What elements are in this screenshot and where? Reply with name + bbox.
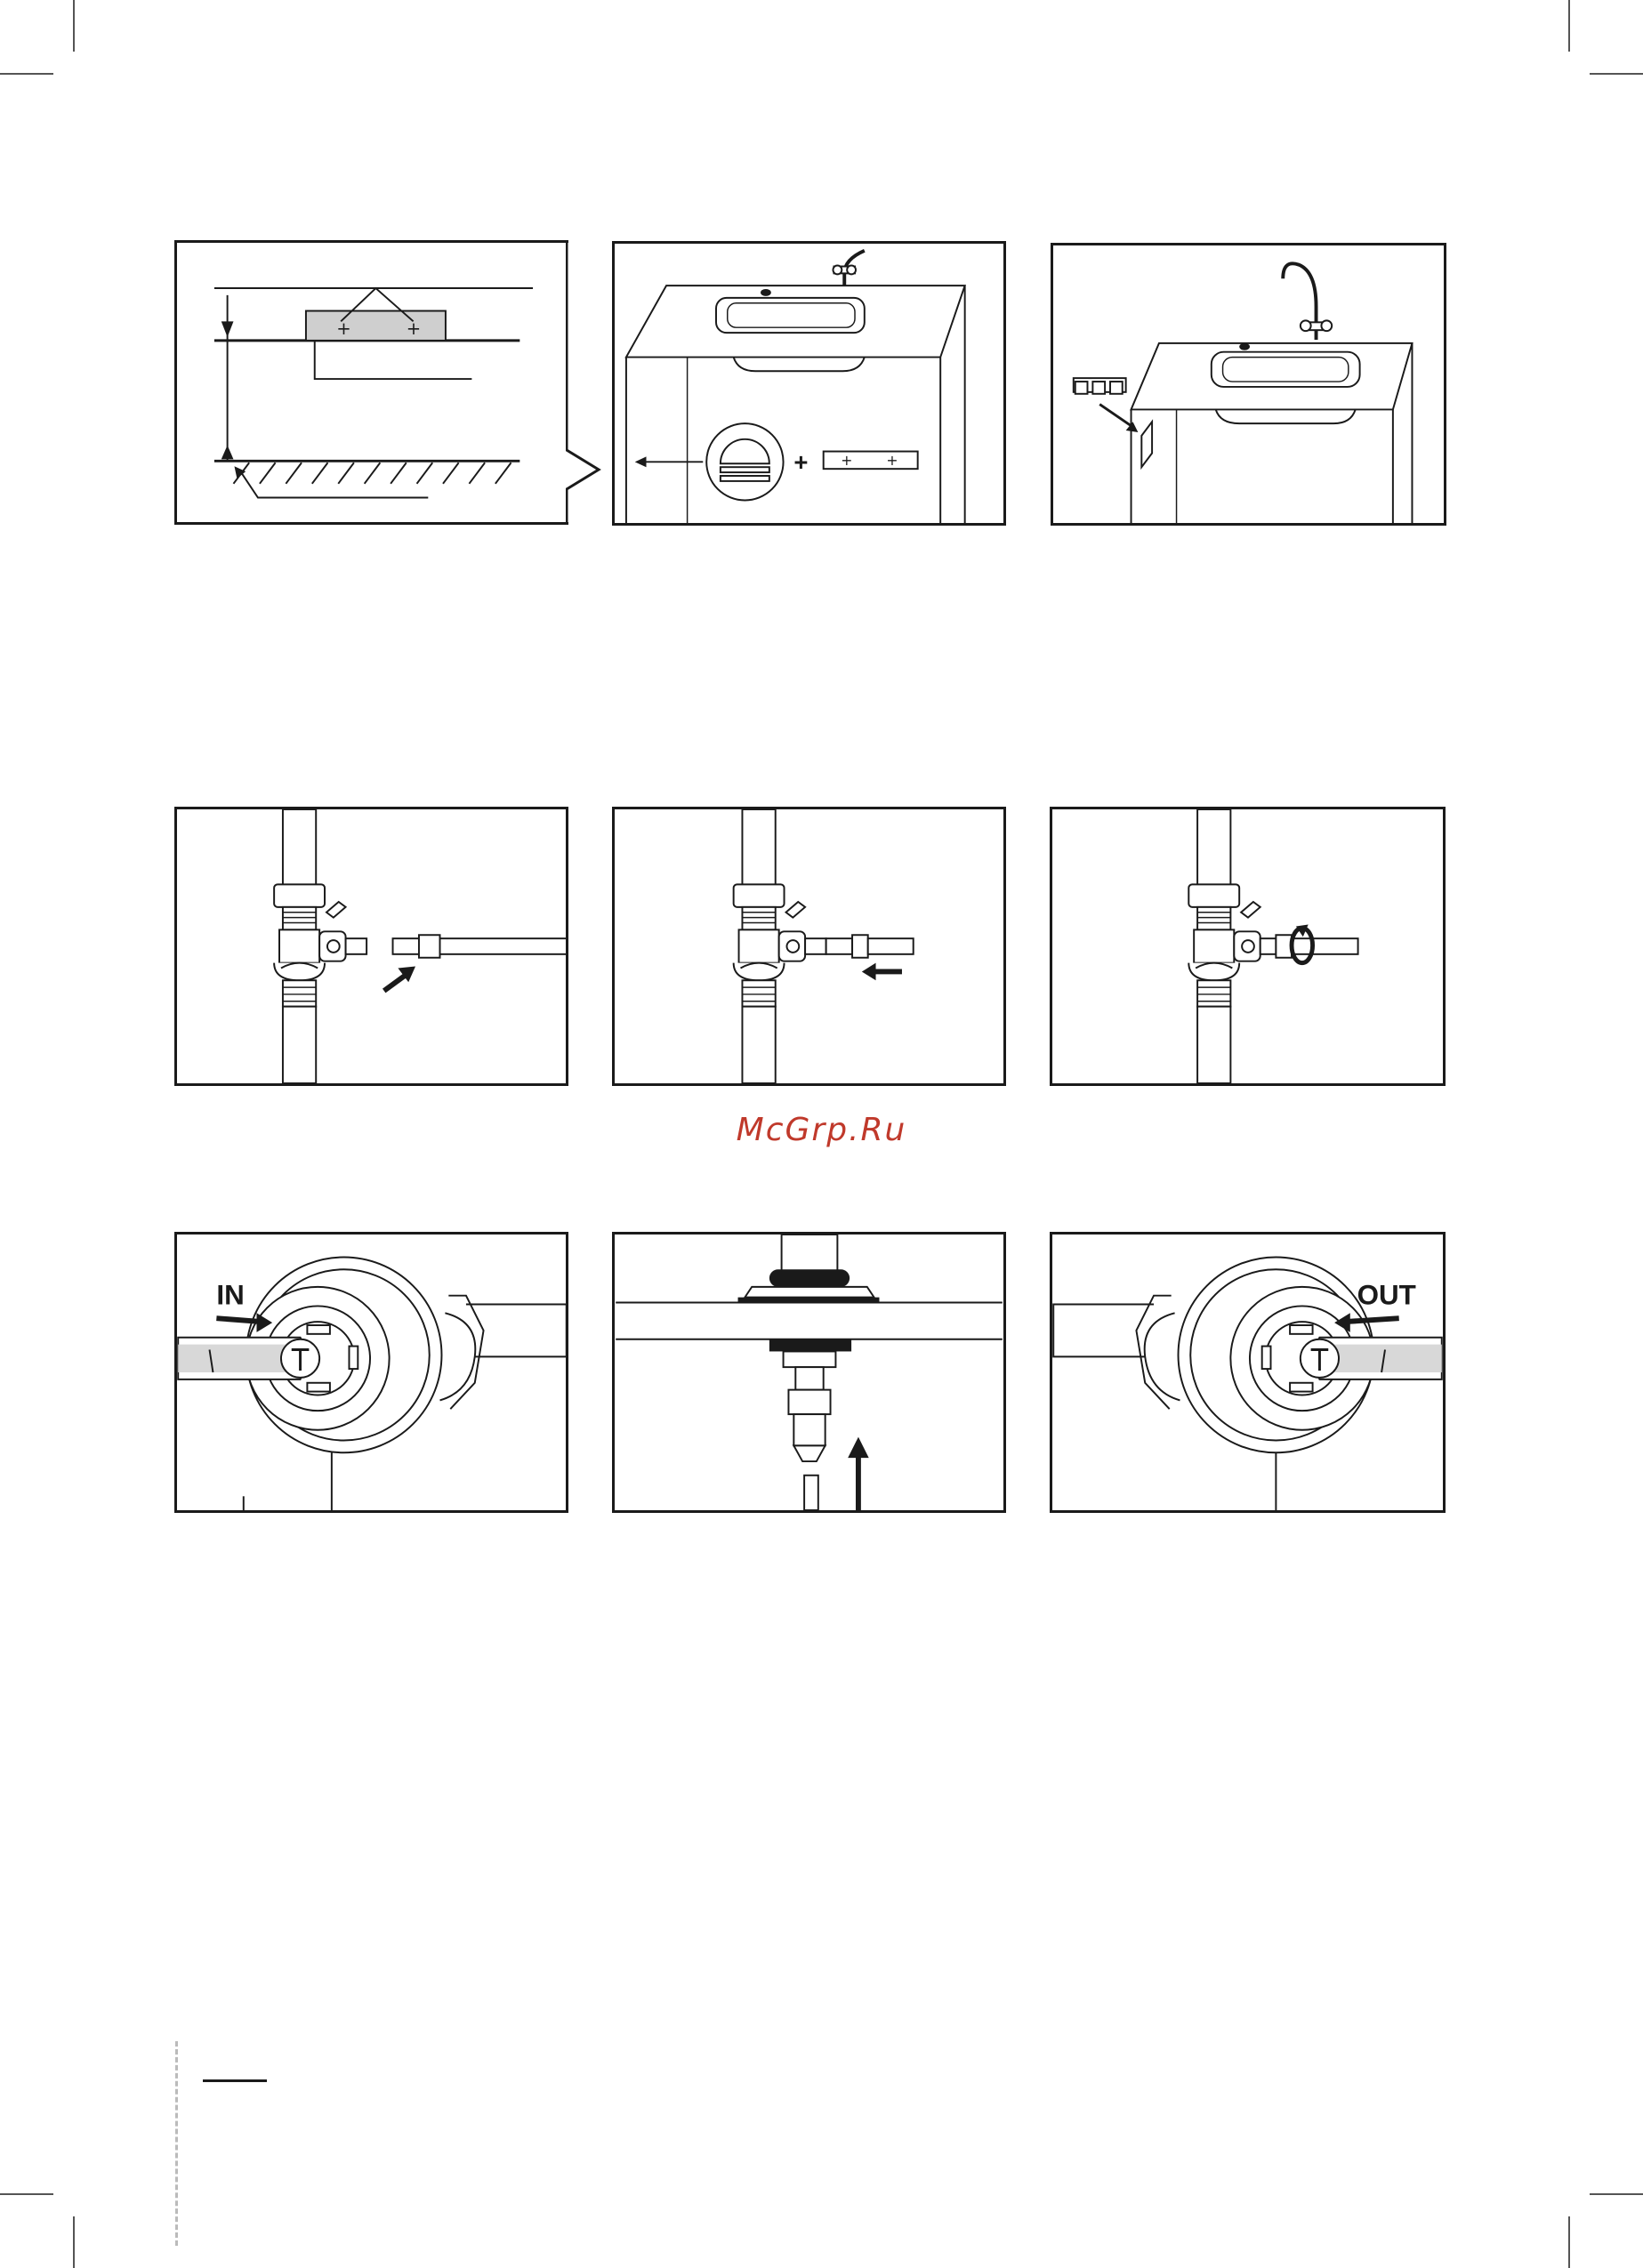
svg-text:+: + [886,452,898,469]
figure-sink-mount-bracket [1051,243,1446,526]
valve-diagram-1 [177,809,566,1083]
crop-mark [0,2193,53,2195]
inlet-fitting-diagram: IN [177,1235,566,1510]
margin-dashed-line [175,2041,178,2246]
outlet-fitting-diagram: OUT [1052,1235,1443,1510]
crop-mark [0,73,53,75]
figure-faucet-base [612,1232,1006,1513]
valve-diagram-3 [1052,809,1443,1083]
sink-bracket-diagram [1053,245,1444,523]
figure-valve-tighten [1050,807,1446,1086]
svg-text:+: + [336,318,350,339]
figure-valve-connect-1 [174,807,568,1086]
in-label: IN [216,1279,244,1310]
figure-sink-cabinet-bracket: + + + [612,241,1006,526]
svg-text:+: + [841,452,852,469]
crop-mark [73,0,75,52]
figure-outlet-fitting: OUT [1050,1232,1446,1513]
watermark-text: McGrp.Ru [0,1112,1643,1148]
panel-pointer [566,240,601,525]
mounting-bracket [1074,378,1126,394]
crop-mark [73,2216,75,2268]
mounting-height-diagram: + + [177,243,568,522]
figure-mounting-height: + + [174,240,568,525]
crop-mark [1568,0,1570,52]
valve-diagram-2 [615,809,1003,1083]
out-label: OUT [1357,1279,1416,1310]
svg-text:+: + [407,318,421,339]
sink-cabinet-diagram: + + + [615,244,1003,523]
crop-mark [1590,2193,1643,2195]
plus-label: + [793,448,808,476]
page-number-rule [203,2079,267,2082]
figure-valve-connect-2 [612,807,1006,1086]
crop-mark [1590,73,1643,75]
figure-inlet-fitting: IN [174,1232,568,1513]
crop-mark [1568,2216,1570,2268]
faucet-base-diagram [615,1235,1003,1510]
